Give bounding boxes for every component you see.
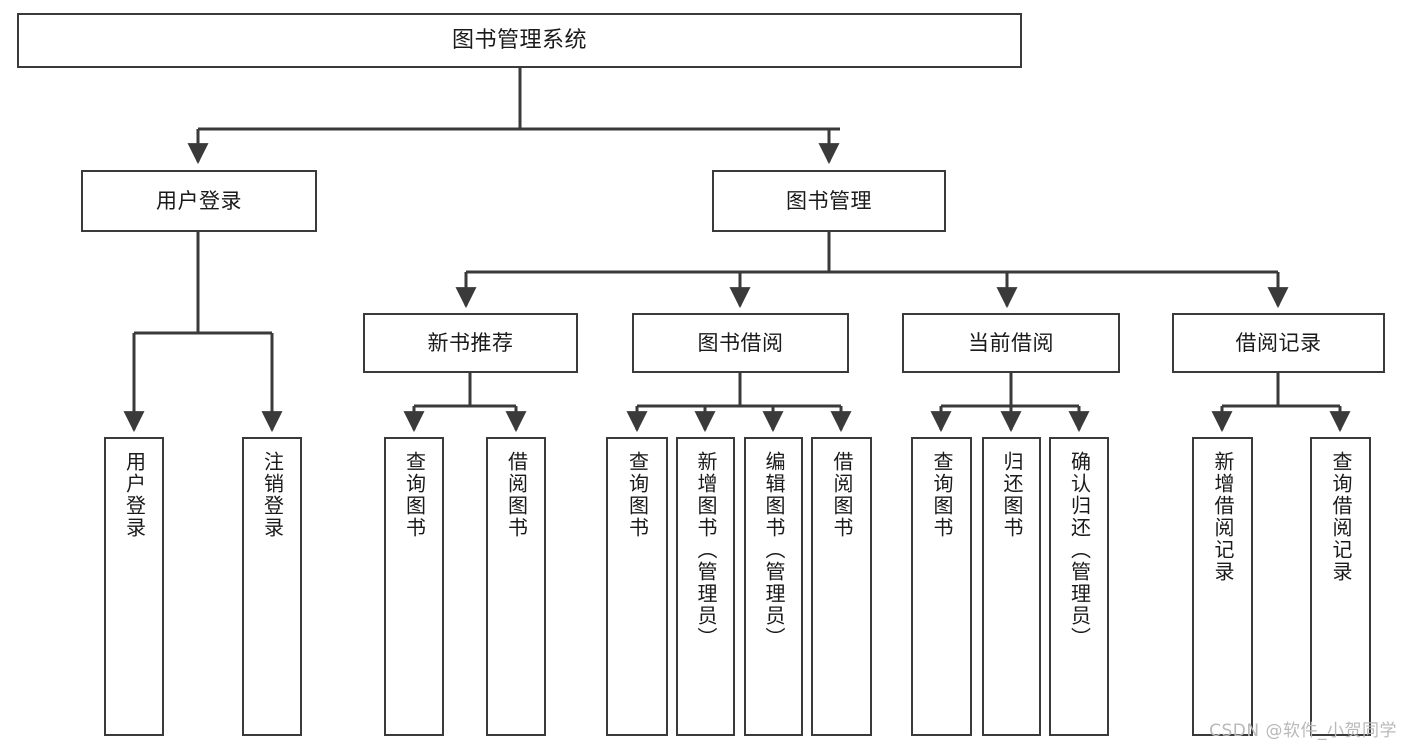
node-current-borrow-label: 当前借阅 xyxy=(968,330,1054,355)
node-book-manage[interactable]: 图书管理 xyxy=(712,170,946,232)
leaf-query-book-2[interactable]: 查询图书 xyxy=(606,437,668,736)
leaf-query-book-3-label: 查询图书 xyxy=(930,451,954,539)
node-book-manage-label: 图书管理 xyxy=(786,188,872,213)
leaf-query-book-1-label: 查询图书 xyxy=(402,451,427,539)
leaf-query-book-1[interactable]: 查询图书 xyxy=(384,437,444,736)
leaf-edit-book[interactable]: 编辑图书（管理员） xyxy=(744,437,803,736)
leaf-borrow-book-2[interactable]: 借阅图书 xyxy=(811,437,872,736)
leaf-edit-book-label: 编辑图书（管理员） xyxy=(762,451,786,649)
leaf-query-book-3[interactable]: 查询图书 xyxy=(911,437,972,736)
node-root-label: 图书管理系统 xyxy=(451,27,587,53)
watermark: CSDN @软件_小贺同学 xyxy=(1209,721,1397,741)
leaf-borrow-book-1-label: 借阅图书 xyxy=(504,451,529,539)
node-root[interactable]: 图书管理系统 xyxy=(17,13,1022,68)
node-book-borrow-label: 图书借阅 xyxy=(697,330,784,355)
leaf-query-record-label: 查询借阅记录 xyxy=(1329,451,1353,583)
leaf-user-logout-label: 注销登录 xyxy=(260,451,285,539)
leaf-borrow-book-1[interactable]: 借阅图书 xyxy=(486,437,546,736)
leaf-return-book-label: 归还图书 xyxy=(1000,451,1024,539)
leaf-add-book[interactable]: 新增图书（管理员） xyxy=(676,437,735,736)
leaf-user-login[interactable]: 用户登录 xyxy=(104,437,164,736)
node-user-login[interactable]: 用户登录 xyxy=(81,170,317,232)
leaf-add-book-label: 新增图书（管理员） xyxy=(694,451,718,649)
leaf-add-record-label: 新增借阅记录 xyxy=(1211,451,1235,583)
node-user-login-label: 用户登录 xyxy=(156,188,242,213)
node-book-borrow[interactable]: 图书借阅 xyxy=(632,313,849,373)
leaf-query-record[interactable]: 查询借阅记录 xyxy=(1310,437,1371,736)
node-current-borrow[interactable]: 当前借阅 xyxy=(902,313,1120,373)
leaf-query-book-2-label: 查询图书 xyxy=(625,451,650,539)
leaf-confirm-return[interactable]: 确认归还（管理员） xyxy=(1049,437,1109,736)
leaf-user-login-label: 用户登录 xyxy=(122,451,147,539)
node-borrow-record-label: 借阅记录 xyxy=(1235,330,1322,355)
node-borrow-record[interactable]: 借阅记录 xyxy=(1172,313,1385,373)
leaf-user-logout[interactable]: 注销登录 xyxy=(242,437,302,736)
leaf-add-record[interactable]: 新增借阅记录 xyxy=(1192,437,1253,736)
leaf-return-book[interactable]: 归还图书 xyxy=(982,437,1041,736)
leaf-borrow-book-2-label: 借阅图书 xyxy=(830,451,854,539)
leaf-confirm-return-label: 确认归还（管理员） xyxy=(1067,451,1092,649)
node-new-book-recommend-label: 新书推荐 xyxy=(427,330,514,355)
node-new-book-recommend[interactable]: 新书推荐 xyxy=(363,313,578,373)
